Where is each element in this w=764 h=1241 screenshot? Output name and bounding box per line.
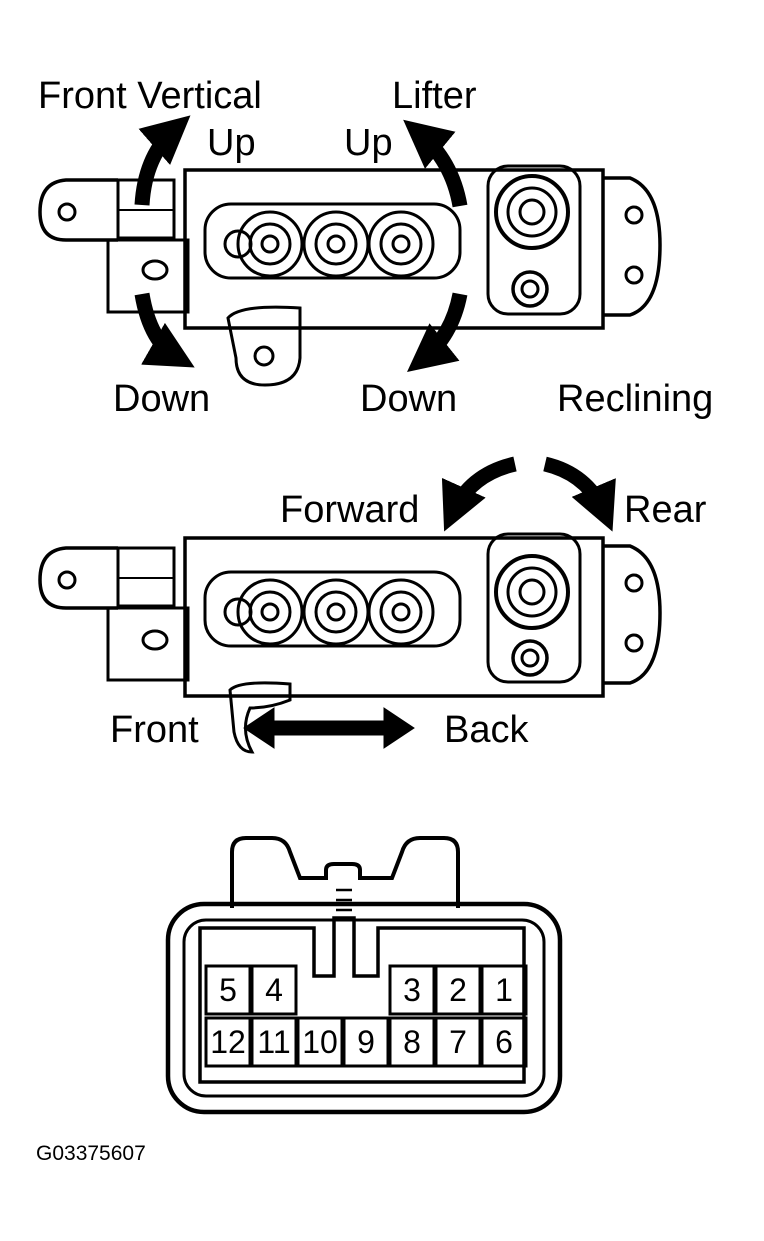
connector-pin-cell xyxy=(250,1016,298,1068)
connector-pin-cell xyxy=(434,964,482,1016)
connector-pin-cell xyxy=(480,1016,528,1068)
label-rear: Rear xyxy=(624,489,707,531)
reclining-forward-arrow xyxy=(441,456,517,532)
front-vertical-up-arrow xyxy=(134,115,191,206)
lifter-up-arrow xyxy=(403,119,468,208)
label-lifter-down: Down xyxy=(360,378,457,420)
connector-pin-cell xyxy=(296,1016,344,1068)
connector-pin-7: 7 xyxy=(449,1024,467,1060)
label-back: Back xyxy=(444,709,529,751)
figure-code: G03375607 xyxy=(36,1142,146,1165)
power-seat-switch-top xyxy=(38,164,662,387)
connector-pin-3: 3 xyxy=(403,972,421,1008)
connector-pin-4: 4 xyxy=(265,972,283,1008)
connector-pin-12: 12 xyxy=(210,1024,246,1060)
front-vertical-arrows xyxy=(134,115,195,368)
connector-pin-9: 9 xyxy=(357,1024,375,1060)
label-forward: Forward xyxy=(280,489,419,531)
connector-pin-cell xyxy=(480,964,528,1016)
connector-pin-5: 5 xyxy=(219,972,237,1008)
connector-pin-8: 8 xyxy=(403,1024,421,1060)
connector-pin-cell xyxy=(250,964,298,1016)
label-front: Front xyxy=(110,709,199,751)
label-lifter: Lifter xyxy=(392,75,477,117)
connector-pin-cell xyxy=(204,964,252,1016)
lifter-arrows xyxy=(403,119,468,372)
label-front-vertical-up: Up xyxy=(207,122,256,164)
slide-arrow-front-head xyxy=(243,707,275,749)
power-seat-switch-bottom xyxy=(38,532,662,754)
connector-pin-11: 11 xyxy=(257,1024,290,1060)
label-reclining: Reclining xyxy=(557,378,713,420)
connector-pin-cell xyxy=(434,1016,482,1068)
slide-arrow-back-head xyxy=(383,707,415,749)
connector-pin-cell xyxy=(342,1016,390,1068)
label-front-vertical: Front Vertical xyxy=(38,75,262,117)
connector-pin-6: 6 xyxy=(495,1024,513,1060)
lifter-down-arrow xyxy=(407,292,468,372)
reclining-arrows xyxy=(441,456,616,532)
reclining-rear-arrow xyxy=(543,456,616,532)
slide-arrow xyxy=(243,707,415,749)
connector-pin-cell xyxy=(388,964,436,1016)
connector-pin-cell xyxy=(204,1016,252,1068)
front-vertical-down-arrow xyxy=(134,292,195,368)
connector-pin-10: 10 xyxy=(302,1024,338,1060)
label-lifter-up: Up xyxy=(344,122,393,164)
connector-pin-1: 1 xyxy=(495,972,513,1008)
connector-pin-cell xyxy=(388,1016,436,1068)
label-front-vertical-down: Down xyxy=(113,378,210,420)
connector-pin-2: 2 xyxy=(449,972,467,1008)
connector-housing xyxy=(165,836,563,1115)
